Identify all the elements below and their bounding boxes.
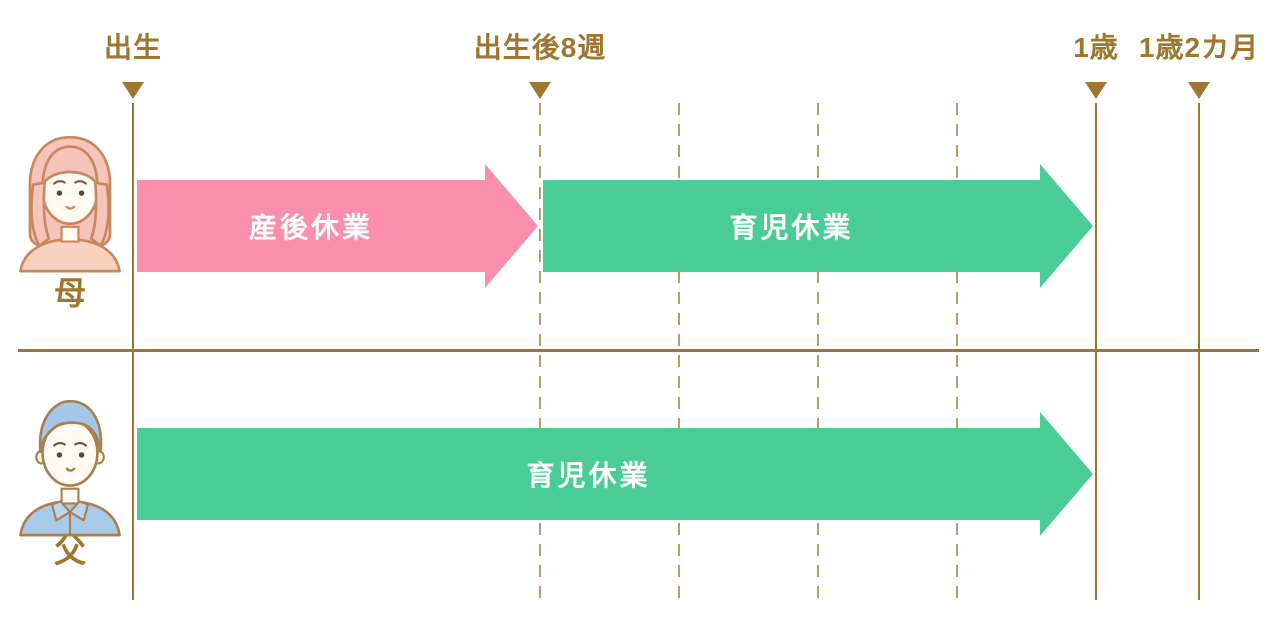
mother-childcare-arrowhead-icon [1040, 164, 1093, 288]
mother-childcare-leave-arrow: 育児休業 [543, 180, 1040, 272]
mother-row-label: 母 [53, 275, 87, 311]
father-avatar [19, 399, 121, 537]
father-childcare-leave-label: 育児休業 [526, 460, 651, 491]
father-childcare-arrowhead-icon [1040, 412, 1093, 536]
row-divider-line [18, 349, 1259, 352]
father-childcare-leave-arrow: 育児休業 [137, 428, 1040, 520]
timeline-label-age1-2mo: 1歳2カ月 [1138, 32, 1260, 63]
mother-postnatal-arrowhead-icon [485, 164, 538, 288]
timeline-label-week8: 出生後8週 [473, 32, 607, 63]
mother-avatar [19, 135, 121, 273]
mother-postnatal-leave-label: 産後休業 [248, 212, 373, 243]
timeline-label-birth: 出生 [103, 32, 163, 63]
timeline-label-age1: 1歳 [1073, 32, 1119, 63]
mother-postnatal-leave-arrow: 産後休業 [137, 180, 485, 272]
marker-triangle-icon [1085, 82, 1107, 99]
mother-childcare-leave-label: 育児休業 [729, 212, 854, 243]
marker-triangle-icon [529, 82, 551, 99]
marker-triangle-icon [1188, 82, 1210, 99]
father-row-label: 父 [53, 533, 87, 569]
marker-triangle-icon [122, 82, 144, 99]
